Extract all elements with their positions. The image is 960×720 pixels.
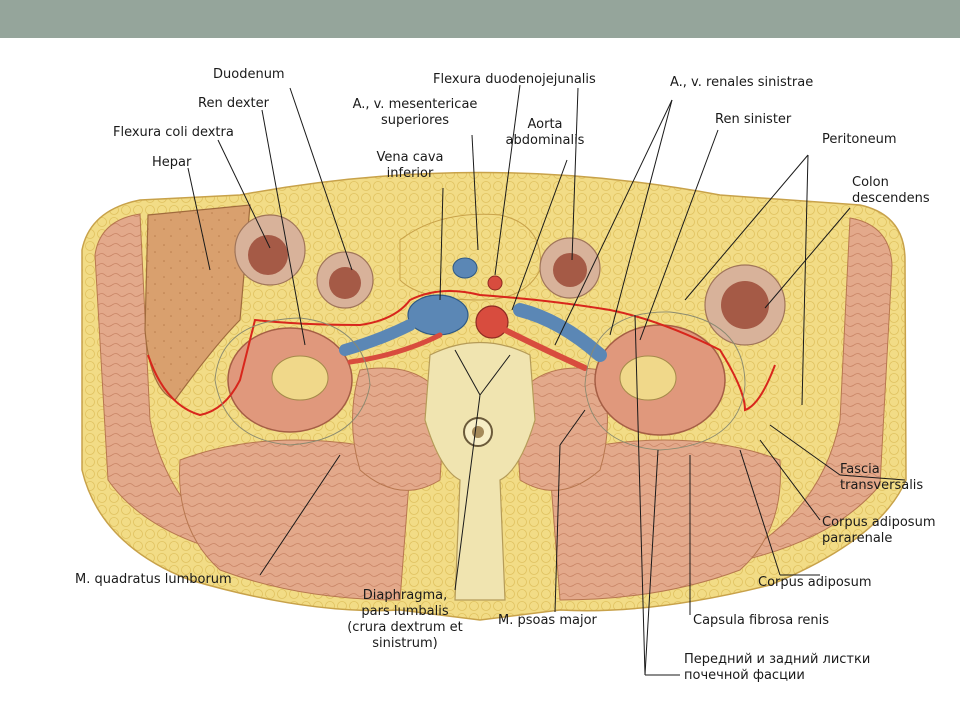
vertebra [424,342,536,601]
label-psoas-major: M. psoas major [498,613,597,628]
label-capsula-fibrosa: Capsula fibrosa renis [693,613,830,628]
label-peritoneum: Peritoneum [822,132,897,147]
label-mesentericae: A., v. mesentericae superiores [352,97,478,128]
label-flexura-duodenojejunalis: Flexura duodenojejunalis [433,72,596,87]
aorta [475,305,509,339]
label-renales-sinistrae: A., v. renales sinistrae [670,75,814,90]
label-renal-fascia-ru: Передний и задний листки почечной фасции [684,652,871,683]
label-ren-sinister: Ren sinister [715,112,792,127]
peritoneum-line [147,290,776,417]
label-diaphragma: Diaphragma, pars lumbalis (crura dextrum… [347,588,463,651]
slide-top-bar [0,0,960,38]
label-fascia-transversalis: Fascia transversalis [840,462,924,493]
left-renal-artery [502,327,588,371]
label-vena-cava: Vena cava inferior [376,150,444,181]
left-abdominal-wall [719,217,893,566]
right-quadratus-muscle [179,439,411,601]
label-corpus-adiposum-pararenale: Corpus adiposum pararenale [822,515,936,546]
right-renal-vein [339,319,416,356]
vena-cava [407,294,469,336]
right-renal-artery [347,332,443,365]
right-psoas [352,367,446,491]
left-renal-vein [513,303,607,362]
label-ren-dexter: Ren dexter [198,96,269,111]
label-quadratus-lumborum: M. quadratus lumborum [75,572,232,587]
left-quadratus-muscle [549,439,781,601]
label-hepar: Hepar [152,155,192,170]
label-colon-descendens: Colon descendens [852,175,930,206]
sup-mesenteric-artery [487,275,503,291]
mesenteric-fat [399,213,541,301]
label-aorta: Aorta abdominalis [505,117,585,148]
label-corpus-adiposum: Corpus adiposum [758,575,872,590]
label-duodenum: Duodenum [213,67,285,82]
label-flexura-coli-dextra: Flexura coli dextra [113,125,234,140]
left-psoas [514,367,608,491]
renal-fascia [214,317,371,446]
sup-mesenteric-vein [452,257,478,279]
